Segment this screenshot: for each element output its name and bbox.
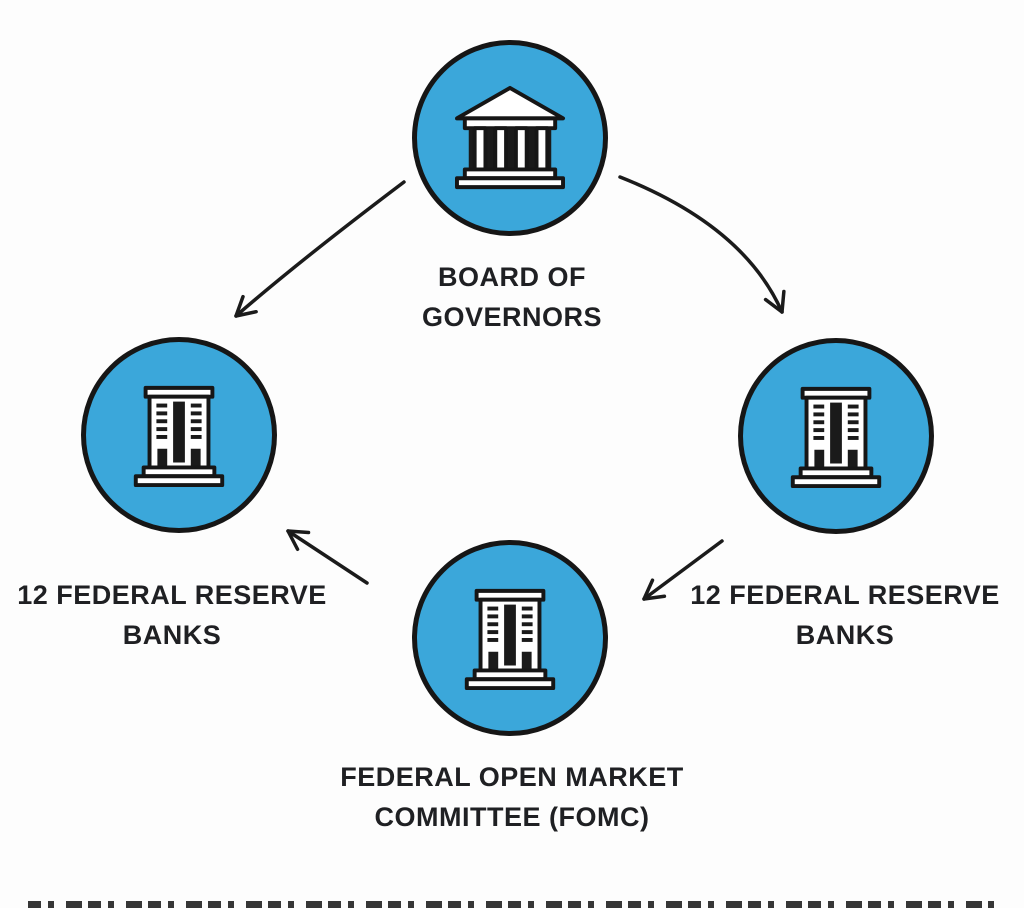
federal-reserve-banks-left-label: 12 FEDERAL RESERVE BANKS <box>17 580 327 650</box>
office-building-icon <box>133 385 225 488</box>
node-federal-reserve-banks-right <box>738 338 934 534</box>
cropped-bottom-text <box>28 901 994 908</box>
fomc-label: FEDERAL OPEN MARKET COMMITTEE (FOMC) <box>340 762 684 832</box>
office-building-icon <box>464 588 556 691</box>
office-building-icon <box>790 386 882 489</box>
node-fomc <box>412 540 608 736</box>
federal-reserve-banks-right-label: 12 FEDERAL RESERVE BANKS <box>690 580 1000 650</box>
board-of-governors-label: BOARD OF GOVERNORS <box>421 262 603 332</box>
node-board-of-governors <box>412 40 608 236</box>
bank-building-icon <box>455 85 565 190</box>
node-federal-reserve-banks-left <box>81 337 277 533</box>
